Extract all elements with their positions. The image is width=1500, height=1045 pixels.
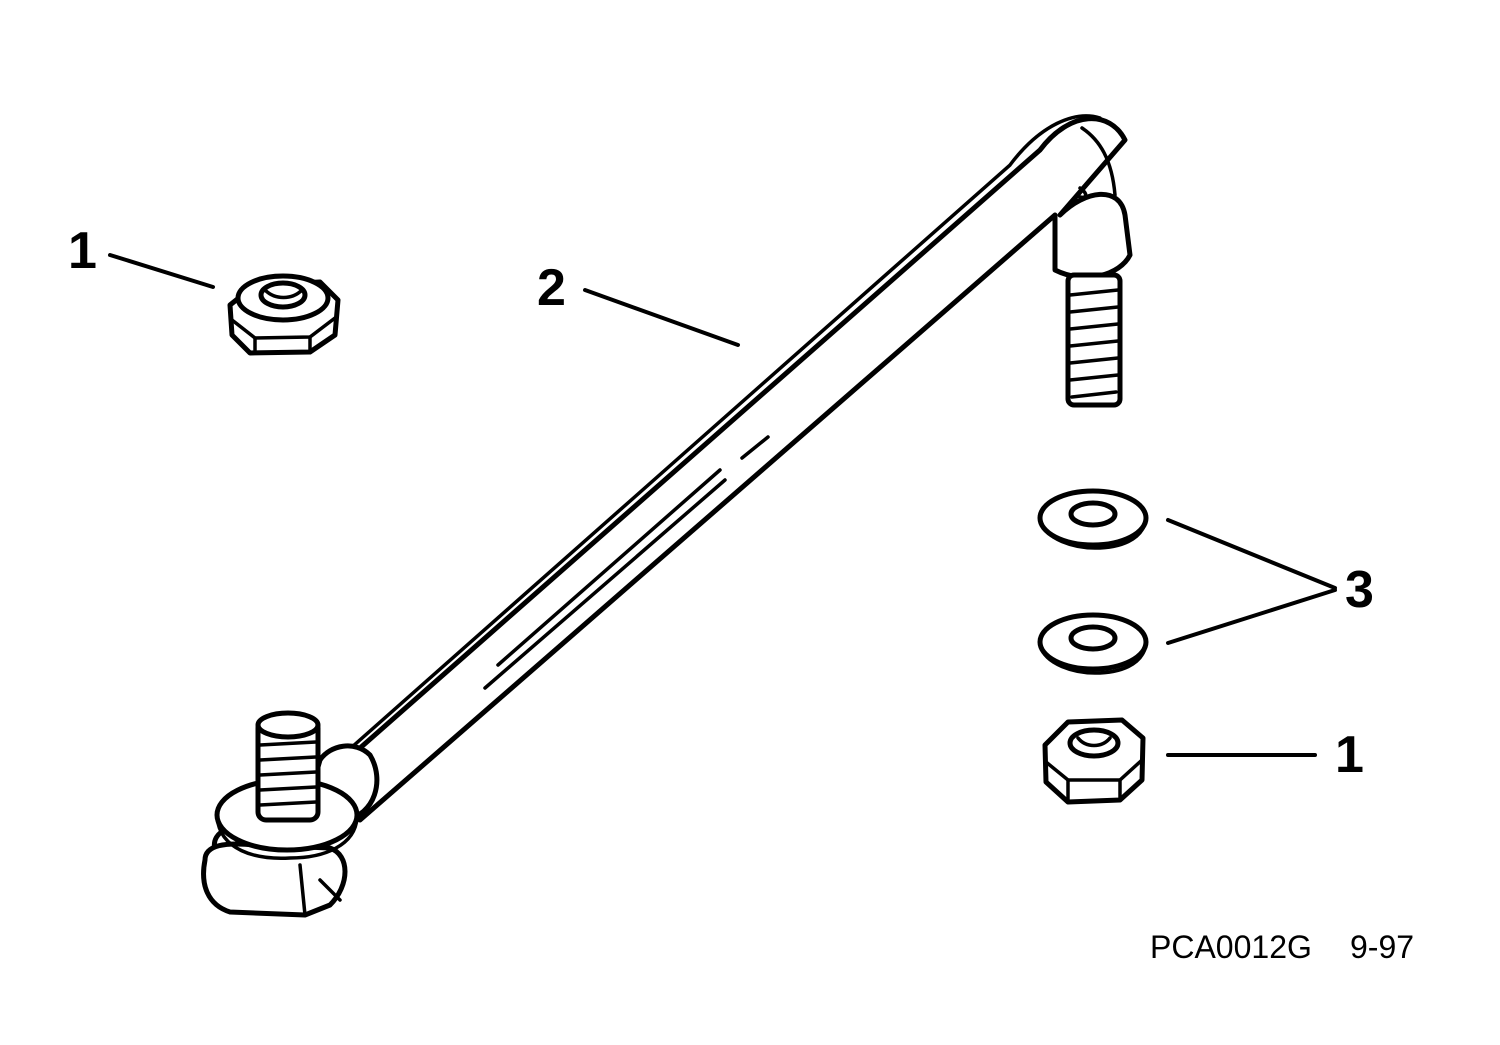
callout-3: 3 — [1345, 561, 1374, 619]
link-rod — [201, 114, 1133, 918]
leader-2 — [583, 288, 740, 347]
callout-1-top: 1 — [68, 222, 97, 280]
figure-code: PCA0012G — [1150, 929, 1312, 965]
washer-lower — [1037, 612, 1149, 675]
callout-2: 2 — [537, 259, 566, 317]
leader-3-upper — [1166, 518, 1337, 590]
leader-1-top — [108, 253, 215, 289]
hex-nut-top — [227, 273, 341, 356]
hex-nut-right — [1042, 717, 1146, 805]
leader-3-lower — [1166, 588, 1337, 645]
figure-date: 9-97 — [1350, 929, 1414, 965]
washer-upper — [1037, 488, 1149, 550]
callout-1-right: 1 — [1335, 726, 1364, 784]
